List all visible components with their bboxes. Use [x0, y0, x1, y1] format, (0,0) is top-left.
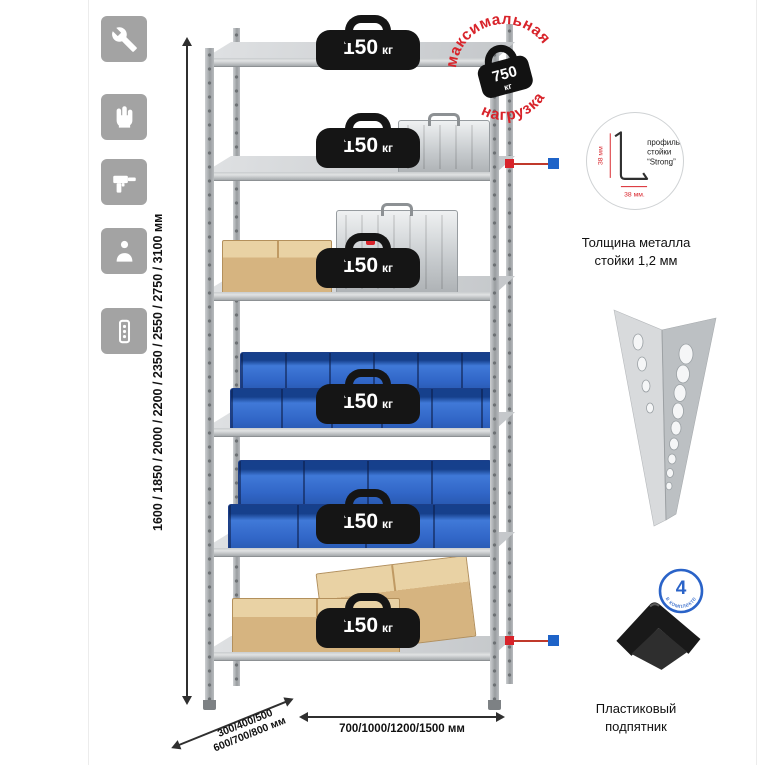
rack-foot	[203, 700, 216, 710]
profile-caption: Толщина металла стойки 1,2 мм	[556, 234, 716, 269]
load-value: 150	[342, 390, 379, 413]
rack-post-front-right	[490, 48, 499, 704]
load-unit: кг	[382, 141, 394, 155]
load-value: 150	[342, 614, 379, 637]
feature-tile-gloves	[101, 94, 147, 140]
stamp-value: 750	[490, 63, 519, 86]
depth-dimension-label: 300/400/500 600/700/800 мм	[178, 692, 317, 765]
callout-leader-line	[512, 163, 550, 165]
page-divider-left	[88, 0, 89, 765]
load-unit: кг	[382, 43, 394, 57]
plastic-foot-outer	[616, 602, 701, 656]
rack-post-back-left	[233, 28, 240, 686]
width-dimension-line	[302, 716, 502, 718]
feature-tile-tools	[101, 16, 147, 62]
callout-marker-red	[505, 159, 514, 168]
width-dimension-label: 700/1000/1200/1500 мм	[339, 723, 465, 735]
height-dimension-label: 1600 / 1850 / 2000 / 2200 / 2350 / 2550 …	[151, 213, 165, 531]
shelf-edge	[205, 428, 497, 437]
plastic-foot-inner	[631, 627, 688, 670]
shelf-load-badge: 150 кг	[316, 30, 420, 70]
profile-caption-line1: Толщина металла	[581, 235, 691, 250]
gloves-icon	[116, 105, 132, 128]
callout-marker-red	[505, 636, 514, 645]
angle-post-ridge	[661, 329, 667, 521]
load-value: 150	[342, 254, 379, 277]
stamp-weight-handle	[484, 44, 518, 67]
profile-label-2: стойки	[647, 148, 671, 157]
svg-text:максимальная: максимальная	[433, 0, 556, 73]
load-unit: кг	[382, 397, 394, 411]
plastic-foot-image	[616, 602, 701, 670]
profile-label-1: профиль	[647, 138, 680, 147]
rack-post-front-left	[205, 48, 214, 704]
load-unit: кг	[382, 621, 394, 635]
feature-tile-perforation	[101, 308, 147, 354]
angle-post-image	[613, 309, 717, 527]
profile-callout: 38 мм 38 мм. профиль стойки “Strong”	[586, 112, 684, 210]
plastic-foot-highlight	[649, 603, 660, 608]
rack-foot	[488, 700, 501, 710]
stamp-unit: кг	[503, 81, 514, 93]
perforated-strip-icon	[118, 319, 130, 343]
quantity-badge-value: 4	[676, 578, 687, 599]
page-divider-right	[756, 0, 757, 765]
person-icon	[116, 240, 132, 262]
foot-caption-line1: Пластиковый	[595, 701, 677, 716]
shelf-load-badge: 150 кг	[316, 384, 420, 424]
drill-icon	[112, 175, 136, 193]
quantity-badge-circle	[658, 568, 704, 614]
shelf-edge	[205, 548, 497, 557]
wrench-icon	[111, 26, 137, 52]
foot-caption-line2: подпятник	[605, 718, 667, 734]
profile-dim-vertical: 38 мм	[598, 146, 605, 165]
load-unit: кг	[382, 517, 394, 531]
shelf-load-badge: 150 кг	[316, 248, 420, 288]
quantity-badge: 4 в комплекте	[658, 568, 704, 614]
foot-caption: Пластиковый подпятник	[556, 700, 716, 735]
profile-angle-drawing	[614, 131, 649, 180]
shelf-edge	[205, 652, 497, 661]
rack-post-back-right	[506, 24, 513, 684]
feature-tile-person	[101, 228, 147, 274]
profile-label-3: “Strong”	[647, 157, 676, 166]
feature-tile-drill	[101, 159, 147, 205]
shelf-edge	[205, 172, 497, 181]
callout-marker-blue	[548, 635, 559, 646]
angle-post-holes	[632, 333, 694, 491]
load-unit: кг	[382, 261, 394, 275]
load-value: 150	[342, 510, 379, 533]
callout-leader-line	[512, 640, 550, 642]
shelf-load-badge: 150 кг	[316, 128, 420, 168]
shelf-edge	[205, 292, 497, 301]
load-value: 150	[342, 36, 379, 59]
shelf-load-badge: 150 кг	[316, 608, 420, 648]
height-dimension-line	[186, 40, 188, 702]
profile-dim-horizontal: 38 мм.	[624, 191, 645, 198]
shelf-load-badge: 150 кг	[316, 504, 420, 544]
callout-marker-blue	[548, 158, 559, 169]
stamp-weight-body	[477, 55, 533, 98]
load-value: 150	[342, 134, 379, 157]
stamp-text-top: максимальная	[433, 0, 556, 73]
profile-diagram: 38 мм 38 мм. профиль стойки “Strong”	[598, 131, 680, 198]
profile-caption-line2: стойки 1,2 мм	[594, 252, 678, 268]
